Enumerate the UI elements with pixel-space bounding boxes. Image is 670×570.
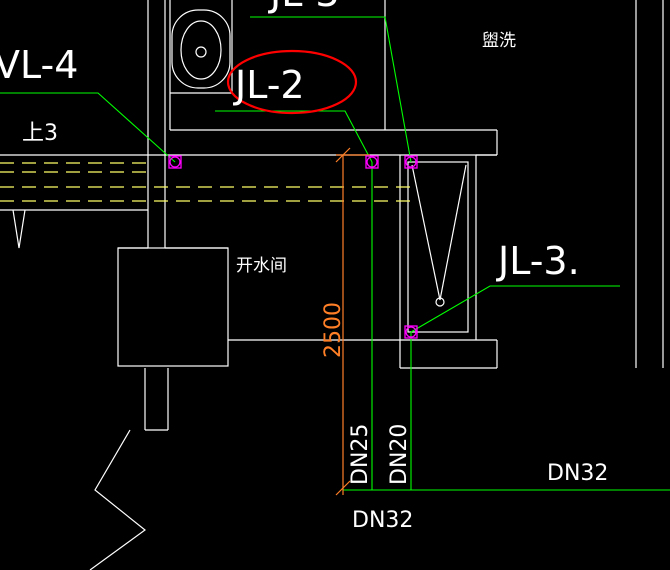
green-lines xyxy=(0,16,670,491)
shaft-triangle xyxy=(411,164,467,307)
riser-top-marker xyxy=(404,155,418,169)
label-dn20: DN20 xyxy=(387,424,412,485)
highlight-ellipse xyxy=(226,49,358,115)
level-marker xyxy=(12,209,26,249)
label-top-cut: JL-3 xyxy=(268,0,340,15)
label-jl2: JL-2 xyxy=(233,63,305,107)
walls xyxy=(0,0,664,431)
label-room-wash: 盥洗 xyxy=(482,31,516,51)
dimension-2500 xyxy=(335,147,370,496)
label-dn25: DN25 xyxy=(348,424,373,485)
label-jl4: VL-4 xyxy=(0,43,78,87)
label-dn32-bottom: DN32 xyxy=(352,508,413,533)
washbasin-icon xyxy=(171,9,231,89)
label-room-boiler: 开水间 xyxy=(236,256,287,276)
riser-jl4-marker xyxy=(168,155,182,169)
boiler-box xyxy=(117,247,229,367)
label-floor-mark: 上3 xyxy=(22,121,58,146)
label-dn32-right: DN32 xyxy=(547,461,608,486)
label-dim-2500: 2500 xyxy=(321,302,346,358)
dashed-pipes xyxy=(0,162,410,202)
riser-jl2-marker xyxy=(365,155,379,169)
label-jl3: JL-3. xyxy=(496,239,580,283)
break-line xyxy=(89,429,146,570)
riser-jl3-marker xyxy=(404,325,418,339)
riser-markers xyxy=(168,155,418,339)
